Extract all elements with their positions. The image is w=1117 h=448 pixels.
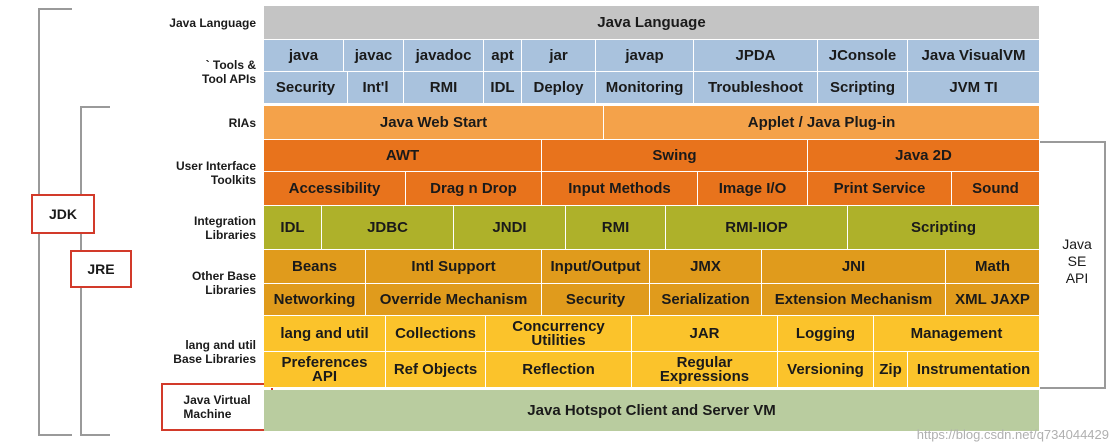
cell-other-security: Security <box>542 284 650 316</box>
cell-tool-scripting: Scripting <box>818 72 908 104</box>
cell-tool-security: Security <box>264 72 348 104</box>
row-label-other-base: Other Base Libraries <box>191 269 256 297</box>
cell-regular-expressions: Regular Expressions <box>632 352 778 388</box>
cell-rmi-iiop: RMI-IIOP <box>666 206 848 250</box>
cell-java-web-start: Java Web Start <box>264 106 604 140</box>
cell-zip: Zip <box>874 352 908 388</box>
cell-integ-scripting: Scripting <box>848 206 1040 250</box>
cell-tool-deploy: Deploy <box>522 72 596 104</box>
row-label-ui-toolkits: User Interface Toolkits <box>175 159 256 187</box>
cell-tool-jpda: JPDA <box>694 40 818 72</box>
cell-java-language: Java Language <box>264 6 1040 40</box>
row-label-lang-util: lang and util Base Libraries <box>173 338 256 366</box>
cell-tool-troubleshoot: Troubleshoot <box>694 72 818 104</box>
cell-jndi: JNDI <box>454 206 566 250</box>
jdk-box: JDK <box>31 194 95 234</box>
cell-integ-rmi: RMI <box>566 206 666 250</box>
cell-logging: Logging <box>778 316 874 352</box>
cell-image-io: Image I/O <box>698 172 808 206</box>
java-se-api-label: Java SE API <box>1062 236 1092 286</box>
row-label-integration: Integration Libraries <box>194 214 256 242</box>
cell-intl-support: Intl Support <box>366 250 542 284</box>
cell-awt: AWT <box>264 140 542 172</box>
cell-instrumentation: Instrumentation <box>908 352 1040 388</box>
java-se-api-bracket <box>1040 141 1106 389</box>
cell-tool-jar: jar <box>522 40 596 72</box>
cell-print-service: Print Service <box>808 172 952 206</box>
cell-tool-java-visualvm: Java VisualVM <box>908 40 1040 72</box>
cell-preferences-api: Preferences API <box>264 352 386 388</box>
cell-tool-jvm-ti: JVM TI <box>908 72 1040 104</box>
cell-tool-idl: IDL <box>484 72 522 104</box>
cell-networking: Networking <box>264 284 366 316</box>
cell-extension-mechanism: Extension Mechanism <box>762 284 946 316</box>
row-label-tools: ` Tools & Tool APIs <box>202 58 256 86</box>
cell-tool-jconsole: JConsole <box>818 40 908 72</box>
cell-xml-jaxp: XML JAXP <box>946 284 1040 316</box>
cell-jni: JNI <box>762 250 946 284</box>
cell-management: Management <box>874 316 1040 352</box>
cell-tool-monitoring: Monitoring <box>596 72 694 104</box>
cell-input-methods: Input Methods <box>542 172 698 206</box>
cell-tool-intl: Int'l <box>348 72 404 104</box>
cell-collections: Collections <box>386 316 486 352</box>
cell-versioning: Versioning <box>778 352 874 388</box>
cell-tool-rmi: RMI <box>404 72 484 104</box>
cell-integ-idl: IDL <box>264 206 322 250</box>
cell-ref-objects: Ref Objects <box>386 352 486 388</box>
cell-lang-and-util: lang and util <box>264 316 386 352</box>
cell-serialization: Serialization <box>650 284 762 316</box>
jre-box: JRE <box>70 250 132 288</box>
cell-java-hotspot-vm: Java Hotspot Client and Server VM <box>264 390 1040 432</box>
cell-reflection: Reflection <box>486 352 632 388</box>
cell-tool-javac: javac <box>344 40 404 72</box>
cell-math: Math <box>946 250 1040 284</box>
cell-tool-javadoc: javadoc <box>404 40 484 72</box>
cell-jar: JAR <box>632 316 778 352</box>
cell-applet-plugin: Applet / Java Plug-in <box>604 106 1040 140</box>
row-label-java-language: Java Language <box>169 16 256 30</box>
cell-sound: Sound <box>952 172 1040 206</box>
row-label-rias: RIAs <box>228 116 256 130</box>
cell-override-mechanism: Override Mechanism <box>366 284 542 316</box>
watermark: https://blog.csdn.net/q734044429 <box>916 427 1109 442</box>
cell-tool-javap: javap <box>596 40 694 72</box>
cell-jdbc: JDBC <box>322 206 454 250</box>
cell-java-2d: Java 2D <box>808 140 1040 172</box>
cell-accessibility: Accessibility <box>264 172 406 206</box>
cell-tool-java: java <box>264 40 344 72</box>
cell-concurrency-utilities: Concurrency Utilities <box>486 316 632 352</box>
cell-swing: Swing <box>542 140 808 172</box>
cell-beans: Beans <box>264 250 366 284</box>
cell-jmx: JMX <box>650 250 762 284</box>
cell-drag-n-drop: Drag n Drop <box>406 172 542 206</box>
jvm-label-box: Java Virtual Machine <box>161 383 273 431</box>
cell-tool-apt: apt <box>484 40 522 72</box>
cell-input-output: Input/Output <box>542 250 650 284</box>
